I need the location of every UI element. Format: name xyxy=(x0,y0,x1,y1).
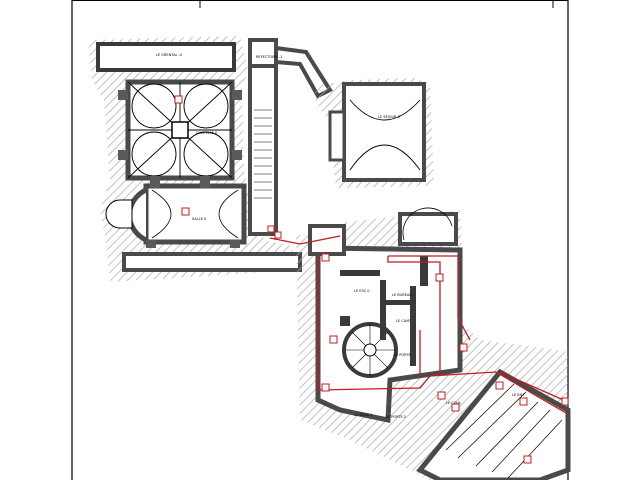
room-label: LE CAVE xyxy=(396,319,411,323)
room-label: LE BUREAU xyxy=(392,293,412,297)
alarm-point-icon xyxy=(181,207,190,216)
alarm-point-icon xyxy=(495,381,504,390)
exit-sign-icon xyxy=(451,403,460,412)
room-label: LE PORTE 2 xyxy=(386,415,406,419)
fire-extinguisher-icon xyxy=(267,225,275,233)
room-label: SALLE 0 xyxy=(192,217,206,221)
safety-markers xyxy=(174,95,569,464)
fire-extinguisher-icon xyxy=(274,231,282,239)
exit-sign-icon xyxy=(174,95,183,104)
room-labels: LE GRENTAL -0 LE SÉJOUR 0 CHAPELLE 0 SAL… xyxy=(156,53,525,419)
exit-sign-icon xyxy=(437,391,446,400)
fire-extinguisher-icon xyxy=(523,455,532,464)
left-building xyxy=(88,36,302,282)
room-label: CHAPELLE 0 xyxy=(196,131,217,135)
alarm-point-icon xyxy=(519,397,528,406)
room-label: LE SÉJOUR 0 xyxy=(378,114,400,119)
room-label: LE ESC 0 xyxy=(354,289,370,293)
exit-sign-icon xyxy=(321,383,330,392)
room-label: LE PORTE xyxy=(394,353,411,357)
room-label: LE ENT xyxy=(512,393,525,397)
exit-sign-icon xyxy=(329,335,338,344)
room-label: LE COUL xyxy=(446,401,461,405)
room-label: LE GRENTAL -0 xyxy=(156,53,182,57)
evacuation-route xyxy=(269,235,569,415)
alarm-point-icon xyxy=(459,343,468,352)
alarm-point-icon xyxy=(435,273,444,282)
lower-building xyxy=(296,207,571,480)
room-label: LE SOUS 1 xyxy=(354,413,372,417)
exit-sign-icon xyxy=(321,253,330,262)
alarm-point-icon xyxy=(561,397,569,406)
annex-building xyxy=(274,45,434,188)
room-label: REFECTOIRE -1 xyxy=(256,55,282,59)
